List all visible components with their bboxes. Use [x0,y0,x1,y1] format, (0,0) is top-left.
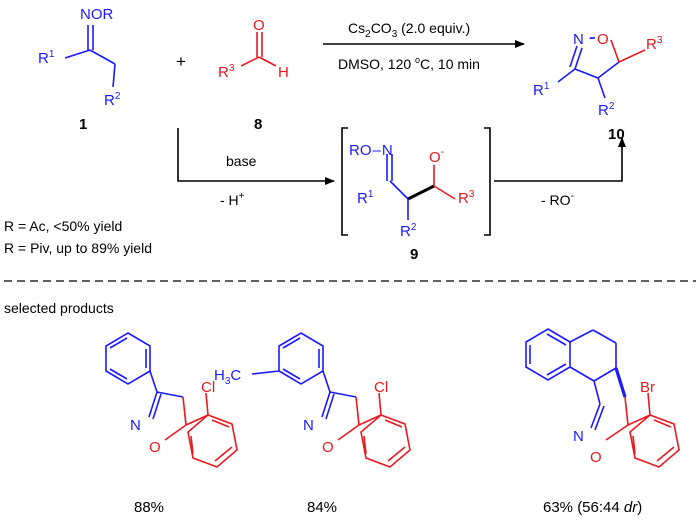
product-a-o: O [149,439,161,456]
reactant-8-h: H [278,64,289,81]
product-10-r1: R1 [533,81,550,99]
base-label: base [226,153,257,169]
conditions-reagent: Cs2CO3 (2.0 equiv.) [348,20,470,40]
product-b-yield: 84% [307,499,337,516]
proton-loss-label: - H+ [220,191,245,208]
product-a-structure [105,332,238,468]
product-b-cl: Cl [374,379,388,396]
intermediate-9-o-minus: O- [429,146,445,166]
reactant-8-aldehyde [240,32,277,67]
elimination-arrow [494,137,626,182]
product-c-n: N [573,428,584,445]
product-10-o: O [597,31,609,48]
reactant-1-number: 1 [79,116,87,133]
product-b-o: O [322,439,334,456]
product-10-dash: - [589,30,593,45]
product-b-n: N [303,417,314,434]
intermediate-9-number: 9 [410,246,418,263]
conditions-solvent: DMSO, 120 oC, 10 min [338,55,480,72]
reactant-8-oxygen: O [253,17,265,34]
intermediate-9-ro: RO–N [349,142,393,159]
reactant-1-r1: R1 [38,49,55,67]
product-c-yield: 63% (56:44 dr) [543,499,642,516]
intermediate-9-r1: R1 [357,189,374,207]
intermediate-9-bonds [386,154,456,220]
product-10-r3: R3 [646,35,663,53]
product-b-h3c: H3C [214,367,241,387]
reactant-1-r2: R2 [104,91,121,109]
reactant-8-r3: R3 [218,63,235,81]
intermediate-9-r2: R2 [400,222,417,240]
yield-note-piv: R = Piv, up to 89% yield [4,240,152,256]
product-c-o: O [590,449,602,466]
intermediate-9-r3: R3 [458,189,475,207]
product-b-structure [251,332,411,468]
product-10-r2: R2 [598,101,615,119]
product-10-ring [557,37,646,99]
product-a-cl: Cl [201,379,215,396]
selected-products-heading: selected products [4,300,114,316]
plus-sign: + [176,52,186,71]
yield-note-ac: R = Ac, <50% yield [4,218,122,234]
product-c-br: Br [640,379,655,396]
product-a-n: N [130,417,141,434]
product-c-structure [525,328,680,468]
product-a-yield: 88% [134,499,164,516]
intermediate-9-brackets [341,127,491,236]
elimination-label: - RO- [541,191,574,208]
reactant-1-nor: NOR [80,6,114,23]
base-step-arrow [177,128,335,185]
reactant-8-number: 8 [254,116,262,133]
reactant-1-oxime [64,25,116,88]
product-10-n: N [573,31,584,48]
